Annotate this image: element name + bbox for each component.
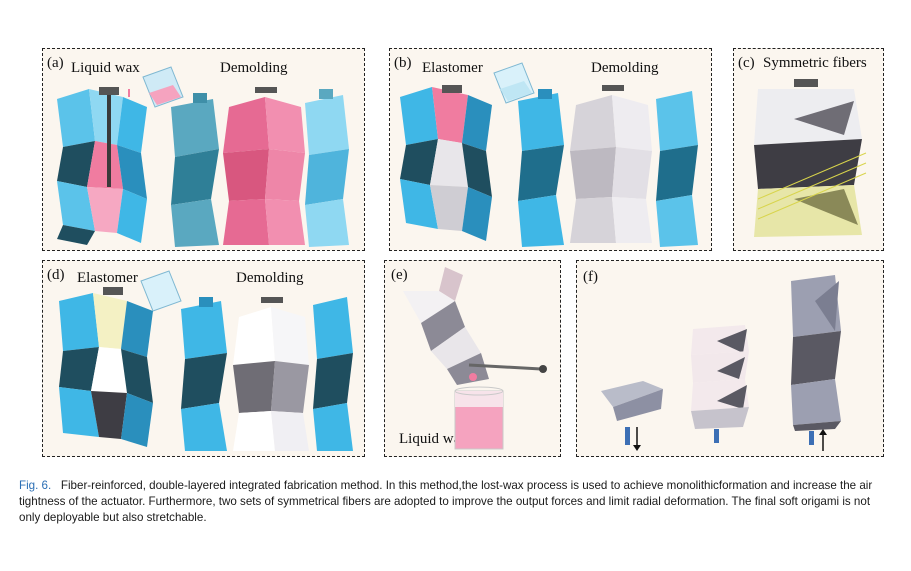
beaker-icon <box>454 386 504 450</box>
demolded-shell-left <box>181 297 227 451</box>
panel-d-tag: (d) <box>47 267 65 283</box>
panel-a-demolding-label: Demolding <box>220 60 288 76</box>
panel-e-illustration <box>403 267 547 450</box>
mold-assembly <box>57 87 147 245</box>
wax-core <box>223 87 305 245</box>
origami-neutral <box>691 325 749 443</box>
panel-a-tag: (a) <box>47 55 64 71</box>
mold-assembly <box>400 85 492 241</box>
beaker-icon <box>142 66 184 108</box>
demolded-shell-left <box>171 93 219 247</box>
beaker-icon <box>140 270 182 312</box>
panel-b-illustration <box>400 62 698 247</box>
demolded-shell-left <box>518 89 564 247</box>
wax-drop <box>469 373 477 381</box>
panel-b-demolding-label: Demolding <box>591 60 659 76</box>
panel-f: (f) <box>576 260 884 457</box>
panel-a-liquid-wax-label: Liquid wax <box>71 60 140 76</box>
fiber-reinforced-layer <box>754 79 867 237</box>
figure-caption: Fig. 6. Fiber-reinforced, double-layered… <box>19 478 891 526</box>
screw-icon <box>468 363 547 373</box>
figure-label: Fig. 6. <box>19 479 52 492</box>
panel-e-tag: (e) <box>391 267 408 283</box>
panel-a: (a) Liquid wax Demolding <box>42 48 365 251</box>
demolded-shell-right <box>313 297 353 451</box>
figure-caption-text: Fiber-reinforced, double-layered integra… <box>19 479 873 524</box>
origami-stretched <box>791 275 841 451</box>
beaker-icon <box>493 62 535 104</box>
panel-b: (b) Elastomer Demolding <box>389 48 712 251</box>
mold-assembly <box>59 287 153 447</box>
panel-c-tag: (c) <box>738 55 755 71</box>
panel-c-illustration <box>754 79 867 237</box>
wax-core-solid <box>403 267 489 385</box>
inner-layer <box>233 297 309 451</box>
demolded-shell-right <box>656 91 698 247</box>
panel-d-elastomer-label: Elastomer <box>77 270 138 286</box>
panel-b-elastomer-label: Elastomer <box>422 60 483 76</box>
panel-f-tag: (f) <box>583 269 598 285</box>
panel-f-illustration <box>601 275 841 451</box>
inner-layer <box>570 85 652 243</box>
panel-e: (e) Liquid wax <box>384 260 561 457</box>
panel-d-illustration <box>59 270 353 451</box>
demolded-shell-right <box>305 89 349 247</box>
panel-d: (d) Elastomer Demolding <box>42 260 365 457</box>
origami-compressed <box>601 381 663 451</box>
panel-c: (c) Symmetric fibers <box>733 48 884 251</box>
panel-e-liquid-wax-label: Liquid wax <box>399 431 468 447</box>
panel-b-tag: (b) <box>394 55 412 71</box>
panel-c-symmetric-fibers-label: Symmetric fibers <box>763 55 867 71</box>
panel-a-illustration <box>57 66 349 247</box>
panel-d-demolding-label: Demolding <box>236 270 304 286</box>
